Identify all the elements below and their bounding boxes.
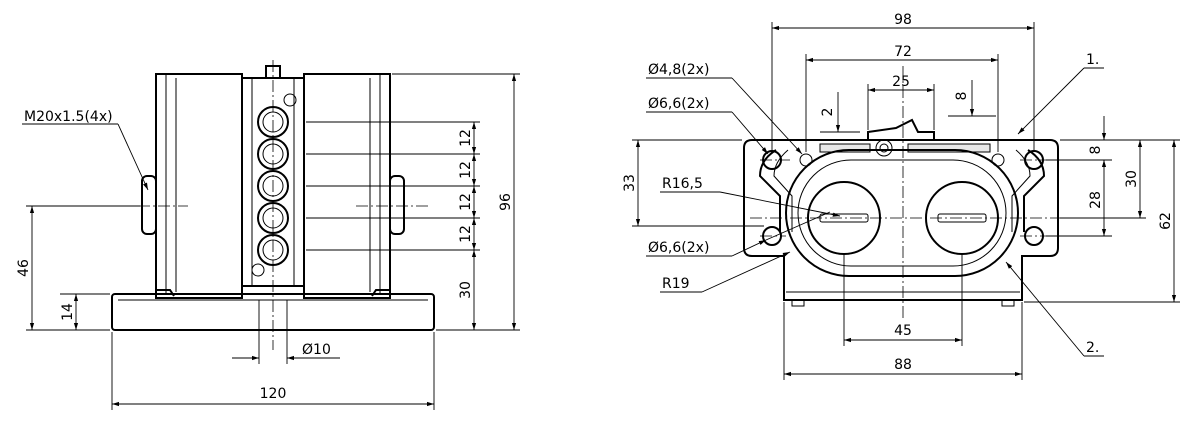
dim-height-right-2: 28: [1088, 191, 1104, 209]
dim-base-width: 88: [894, 357, 912, 373]
note-hole-top: Ø6,6(2x): [648, 96, 709, 112]
dim-base-height: 14: [60, 303, 76, 321]
clip-left: [758, 149, 781, 232]
dim-small-left: 2: [820, 108, 836, 117]
clip-left-inner: [773, 149, 793, 232]
right-view: 98 72 25 2 8 45 88 33: [622, 12, 1180, 380]
right-gland: [389, 175, 405, 235]
left-gland: [141, 175, 157, 235]
dim-height-total: 62: [1158, 212, 1174, 230]
foot: [1001, 299, 1015, 307]
top-strip-right: [907, 143, 991, 153]
small-hole-bottom: [251, 263, 265, 277]
dim-outer-width: 98: [894, 12, 912, 28]
dim-lower-pitch: 30: [458, 281, 474, 299]
dim-hole-label: Ø10: [302, 342, 331, 358]
leader-line: [765, 211, 831, 241]
svg-text:Ø10: Ø10: [302, 342, 331, 358]
top-latch: [867, 118, 935, 140]
dim-slot: 25: [892, 74, 910, 90]
leader-line: [1017, 67, 1085, 135]
left-view: 12 12 12 12 30 96 46 14 120 Ø10 M20x1.5(…: [16, 60, 520, 410]
left-body-foot: [156, 289, 175, 297]
dim-small-right: 8: [954, 92, 970, 101]
dim-height-left: 33: [622, 174, 638, 192]
dim-width: 120: [260, 386, 287, 402]
leader-line: [719, 191, 841, 217]
dim-axis-height: 46: [16, 259, 32, 277]
obround-inner: [797, 159, 1007, 267]
dim-height-right-3: 30: [1124, 170, 1140, 188]
leader-line: [731, 111, 769, 155]
dim-inner-width: 72: [894, 44, 912, 60]
leader-line: [731, 239, 767, 257]
leader-line: [117, 123, 149, 191]
front-flange-outline: [743, 139, 1059, 301]
clip-right: [1023, 149, 1046, 232]
leader-line: [1005, 261, 1085, 357]
callout-1: 1.: [1086, 52, 1099, 68]
note-radius-outer: R19: [662, 276, 690, 292]
left-body-block: [155, 73, 243, 299]
top-strip-left: [819, 143, 871, 153]
note-hole-small: Ø4,8(2x): [648, 62, 709, 78]
note-radius-inner: R16,5: [662, 176, 703, 192]
thread-note: M20x1.5(4x): [24, 109, 113, 125]
leader-line: [731, 77, 803, 155]
dim-height-right-1: 8: [1088, 146, 1104, 155]
obround-outer: [785, 149, 1019, 277]
callout-2: 2.: [1086, 340, 1099, 356]
dim-pitch-4: 12: [458, 225, 474, 243]
dim-button-pitch: 45: [894, 323, 912, 339]
dim-pitch-2: 12: [458, 161, 474, 179]
latch-hole-inner: [879, 143, 889, 153]
dim-height-total: 96: [498, 193, 514, 211]
small-hole: [991, 153, 1005, 167]
latch-hole: [875, 139, 893, 157]
note-hole-bottom: Ø6,6(2x): [648, 240, 709, 256]
dim-pitch-1: 12: [458, 129, 474, 147]
dim-pitch-3: 12: [458, 193, 474, 211]
foot: [791, 299, 805, 307]
right-body-foot: [371, 289, 390, 297]
small-hole: [799, 153, 813, 167]
leader-line: [701, 251, 791, 293]
small-hole-top: [283, 93, 297, 107]
